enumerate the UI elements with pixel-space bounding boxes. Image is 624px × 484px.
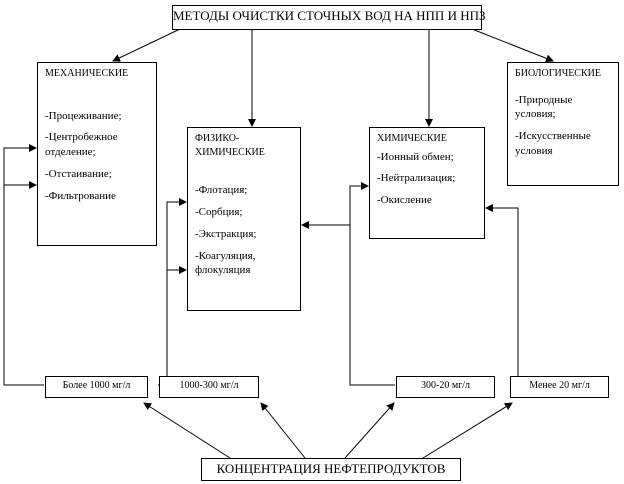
arrow-bottom-to-conc-3 [344, 402, 395, 459]
concentration-label-3: 300-20 мг/л [396, 376, 495, 398]
arrow-top-to-biological [471, 28, 554, 63]
concentration-text-3: 300-20 мг/л [420, 380, 471, 391]
top-title-box: МЕТОДЫ ОЧИСТКИ СТОЧНЫХ ВОД НА НПП И НПЗ [172, 5, 486, 30]
mechanical-item-straining: -Процеживание; [45, 109, 122, 122]
arrow-top-to-mechanical [112, 28, 181, 62]
mechanical-title: МЕХАНИЧЕСКИЕ [45, 68, 129, 79]
path-conc-1-to-mechanical [3, 144, 44, 386]
path-conc-2-to-physchem [158, 198, 187, 386]
arrow-bottom-to-conc-4 [422, 402, 513, 459]
physchem-item-sorption: -Сорбция; [195, 205, 243, 218]
chemical-box: ХИМИЧЕСКИЕ -Ионный обмен; -Нейтрализация… [369, 127, 485, 239]
mechanical-item-filtration: -Фильтрование [45, 189, 116, 202]
physchem-item-extraction: -Экстракция; [195, 227, 257, 240]
concentration-label-4: Менее 20 мг/л [510, 376, 609, 398]
arrow-bottom-to-conc-1 [143, 402, 231, 459]
concentration-text-4: Менее 20 мг/л [529, 380, 590, 391]
arrow-bottom-to-conc-2 [260, 402, 306, 459]
physchem-box: ФИЗИКО-ХИМИЧЕСКИЕ -Флотация; -Сорбция; -… [187, 127, 301, 311]
physchem-item-coagulation: -Коагуляция, флокуляция [195, 249, 256, 277]
chemical-title: ХИМИЧЕСКИЕ [377, 133, 447, 144]
bottom-title-box: КОНЦЕНТРАЦИЯ НЕФТЕПРОДУКТОВ [201, 458, 461, 481]
concentration-label-2: 1000-300 мг/л [159, 376, 259, 398]
physchem-item-flotation: -Флотация; [195, 184, 248, 196]
biological-box: БИОЛОГИЧЕСКИЕ -Природные условия; -Искус… [507, 62, 619, 186]
concentration-text-2: 1000-300 мг/л [179, 380, 239, 391]
path-conc-4-to-chemical [485, 204, 519, 376]
biological-item-artificial: -Искусственные условия [515, 130, 591, 158]
chemical-item-ion-exchange: -Ионный обмен; [377, 150, 454, 163]
concentration-label-1: Более 1000 мг/л [45, 376, 148, 398]
chemical-item-oxidation: -Окисление [377, 194, 432, 207]
top-title: МЕТОДЫ ОЧИСТКИ СТОЧНЫХ ВОД НА НПП И НПЗ [173, 8, 486, 23]
concentration-text-1: Более 1000 мг/л [62, 380, 131, 391]
biological-title: БИОЛОГИЧЕСКИЕ [515, 68, 601, 79]
physchem-title: ФИЗИКО-ХИМИЧЕСКИЕ [195, 133, 265, 158]
biological-item-natural: -Природные условия; [515, 93, 573, 121]
mechanical-item-centrifugal: -Центробежное отделение; [45, 131, 118, 159]
path-conc-3-to-chemical [349, 182, 395, 386]
bottom-title: КОНЦЕНТРАЦИЯ НЕФТЕПРОДУКТОВ [216, 461, 446, 476]
chemical-item-neutralization: -Нейтрализация; [377, 172, 456, 185]
mechanical-item-settling: -Отстаивание; [45, 168, 112, 181]
mechanical-box: МЕХАНИЧЕСКИЕ -Процеживание; -Центробежно… [37, 62, 157, 246]
